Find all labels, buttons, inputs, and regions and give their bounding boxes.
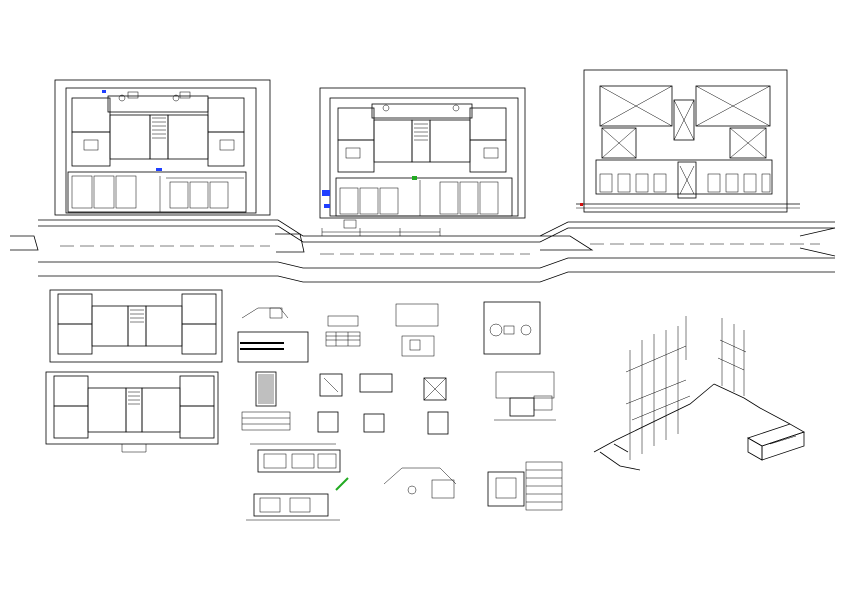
roof-plan-slabs	[599, 85, 771, 159]
detail-section-b	[395, 303, 439, 357]
plan-center-shops	[335, 177, 513, 217]
roof-plan-parapet	[595, 159, 773, 199]
plan-left-rooms	[71, 95, 245, 167]
detail-table-a	[325, 315, 361, 347]
isometric-water-tank	[747, 423, 805, 461]
road-lower-edge	[38, 257, 835, 283]
isometric-piping-diagram	[593, 316, 805, 471]
detail-manhole	[383, 467, 457, 499]
plan-center-rooms	[337, 103, 507, 173]
road-band	[10, 219, 836, 283]
detail-footing-f	[423, 377, 449, 435]
detail-box-c	[483, 301, 541, 355]
detail-footing-e	[317, 373, 393, 433]
road-upper-edge	[38, 219, 835, 243]
floor-plan-center	[319, 87, 526, 236]
plan-left-accents	[102, 90, 162, 171]
floor-plan-left	[54, 79, 271, 216]
road-center-line	[60, 243, 820, 255]
detail-column-d	[241, 371, 291, 431]
detail-section-a	[237, 307, 309, 363]
plan-center-accents	[322, 176, 417, 208]
detail-legend-box	[487, 461, 563, 511]
detail-section-g	[494, 371, 556, 421]
plan-left-shops	[67, 171, 247, 213]
roof-plan	[576, 69, 800, 213]
plan-center-dimensions	[321, 219, 441, 236]
roof-plan-base	[576, 203, 800, 209]
construction-details	[237, 301, 563, 521]
floor-plan-upper-lower	[45, 289, 223, 453]
plan-left-fixtures	[83, 91, 235, 151]
accent-mark	[580, 203, 583, 206]
detail-tank-plan	[246, 443, 349, 521]
road-break-symbols	[10, 227, 836, 257]
plan-center-fixtures	[345, 104, 499, 159]
